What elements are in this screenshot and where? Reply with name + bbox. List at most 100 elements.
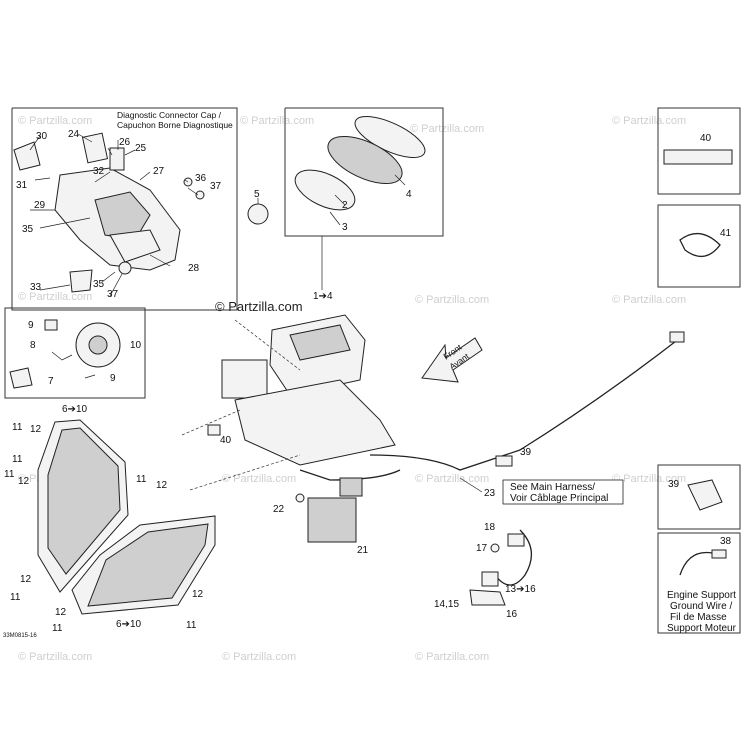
callout-12: 12	[55, 607, 67, 618]
callout-4: 4	[406, 189, 412, 200]
plate-30	[13, 141, 41, 171]
main-assembly: 40	[181, 314, 685, 497]
sealant-inset: 40	[657, 107, 741, 195]
watermark-text: © Partzilla.com	[612, 294, 686, 306]
watermark-main: © Partzilla.com	[215, 299, 303, 314]
dess-key: 18 17 13➔16 14,15 16	[434, 522, 536, 620]
watermark-text: © Partzilla.com	[415, 651, 489, 663]
callout-27: 27	[153, 166, 165, 177]
callout-5: 5	[254, 189, 260, 200]
gauge-display	[289, 324, 351, 361]
washer-37	[118, 261, 132, 275]
switch-33	[69, 269, 93, 293]
bracket-plate	[94, 191, 151, 241]
callout-23: 23	[484, 488, 496, 499]
headlamp-left: 6➔10 11 12 11 11 12 12 11	[4, 404, 129, 603]
callout-25: 25	[135, 143, 147, 154]
cluster-inset: 4 2 3 5 1➔4	[247, 107, 444, 302]
callout-10: 10	[130, 340, 142, 351]
front-arrow: Front Avant	[421, 337, 483, 383]
nut-17	[490, 543, 500, 553]
ground-wire-label-3: Fil de Masse	[670, 612, 727, 623]
cluster-lens	[327, 136, 403, 184]
gauge-5	[247, 203, 269, 225]
callout-12: 12	[18, 476, 30, 487]
sealant-tube	[663, 149, 733, 165]
callout-16: 16	[506, 609, 518, 620]
callout-37: 37	[210, 181, 222, 192]
headlamp-lens-right	[87, 523, 209, 607]
nut-22	[295, 493, 305, 503]
callout-12: 12	[156, 480, 168, 491]
clip-inset-frame	[657, 464, 741, 530]
bulb-inset: 9 8 10 7 9	[4, 307, 146, 399]
watermark-text: © Partzilla.com	[222, 473, 296, 485]
callout-12: 12	[20, 574, 32, 585]
harness-note-fr: Voir Câblage Principal	[510, 493, 608, 504]
bulb-9	[44, 319, 58, 331]
callout-9: 9	[110, 373, 116, 384]
diagnostic-cap-label-fr: Capuchon Borne Diagnostique	[117, 120, 233, 130]
callout-41: 41	[720, 228, 732, 239]
headlamp-lens-left	[47, 427, 121, 575]
diagnostic-cap-label-en: Diagnostic Connector Cap /	[117, 110, 222, 120]
harness-note-en: See Main Harness/	[510, 482, 595, 493]
callout-13-16: 13➔16	[505, 584, 536, 595]
harness-16	[469, 589, 506, 606]
callout-11: 11	[10, 592, 21, 603]
callout-12: 12	[192, 589, 204, 600]
cluster-inset-frame	[284, 107, 444, 237]
callout-11: 11	[136, 474, 147, 485]
regulator: 21 22	[273, 493, 369, 556]
clip-39	[495, 455, 513, 467]
callout-21: 21	[357, 545, 369, 556]
callout-30: 30	[36, 131, 48, 142]
ground-wire-inset: 38 Engine Support Ground Wire / Fil de M…	[657, 532, 741, 634]
sealant-frame	[657, 107, 741, 195]
connector-cap	[109, 147, 125, 171]
harness-note: See Main Harness/ Voir Câblage Principal…	[459, 447, 624, 505]
callout-18: 18	[484, 522, 496, 533]
callout-7: 7	[48, 376, 54, 387]
callout-1-4: 1➔4	[313, 291, 333, 302]
callout-40: 40	[700, 133, 712, 144]
ground-wire-label-1: Engine Support	[667, 590, 736, 601]
watermark-text: © Partzilla.com	[415, 473, 489, 485]
bracket-housing	[109, 229, 161, 263]
callout-11: 11	[52, 623, 63, 634]
callout-40: 40	[220, 435, 232, 446]
key-18	[507, 533, 525, 547]
callout-11: 11	[12, 454, 23, 465]
clip-39-detail	[687, 479, 723, 511]
ground-wire-label-2: Ground Wire /	[670, 601, 732, 612]
callout-35: 35	[22, 224, 34, 235]
tether-cord	[494, 529, 532, 586]
harness-main	[369, 337, 681, 471]
callout-24: 24	[68, 129, 80, 140]
callout-14-15: 14,15	[434, 599, 459, 610]
watermark-text: © Partzilla.com	[18, 651, 92, 663]
callout-35: 35	[93, 279, 105, 290]
watermark-text: © Partzilla.com	[612, 115, 686, 127]
watermark-text: © Partzilla.com	[222, 651, 296, 663]
watermark-text: © Partzilla.com	[240, 115, 314, 127]
callout-32: 32	[93, 166, 105, 177]
callout-6-10: 6➔10	[62, 404, 88, 415]
harness-note-box	[502, 479, 624, 505]
diagnostic-cap	[81, 132, 109, 164]
diagnostic-inset: Diagnostic Connector Cap / Capuchon Born…	[11, 107, 238, 311]
callout-36: 36	[195, 173, 207, 184]
callout-26: 26	[119, 137, 131, 148]
ground-wire-terminal	[711, 549, 727, 559]
screw-37	[195, 190, 205, 200]
ground-wire-frame	[657, 532, 741, 634]
watermark-text: © Partzilla.com	[18, 115, 92, 127]
cable-clamp	[679, 233, 721, 257]
harness-branch	[299, 469, 401, 481]
watermark-text: © Partzilla.com	[410, 123, 484, 135]
front-arrow-shape	[421, 337, 483, 383]
callout-12: 12	[30, 424, 42, 435]
callout-17: 17	[476, 543, 488, 554]
callout-38: 38	[720, 536, 732, 547]
